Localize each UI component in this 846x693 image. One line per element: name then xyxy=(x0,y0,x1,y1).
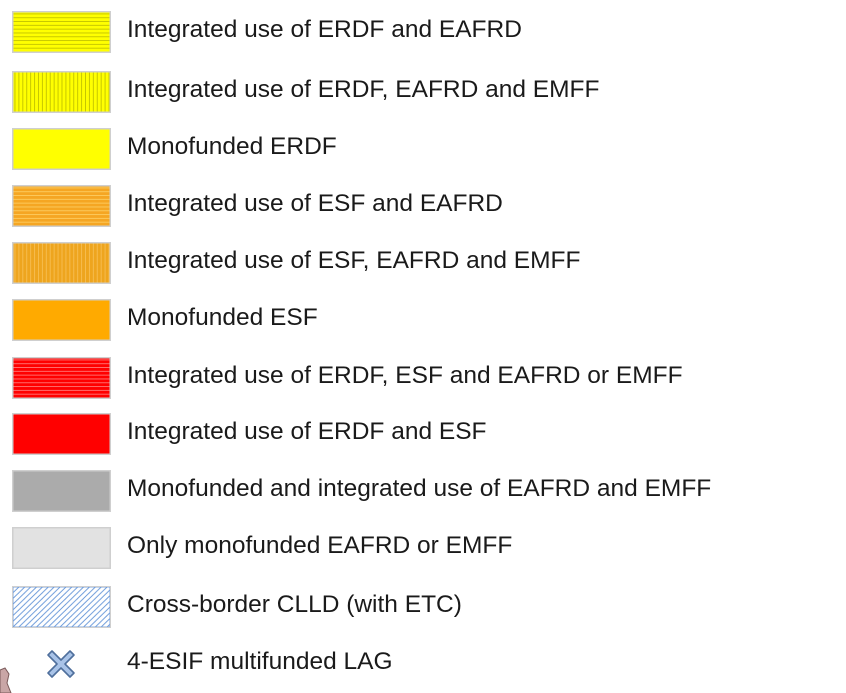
yellow-horizontal-hatch-swatch xyxy=(12,11,111,53)
legend-item-label: Only monofunded EAFRD or EMFF xyxy=(127,532,513,559)
legend-item-label: Integrated use of ERDF and ESF xyxy=(127,418,487,445)
x-mark-icon xyxy=(12,643,111,685)
yellow-vertical-hatch-swatch xyxy=(12,71,111,113)
blue-diagonal-hatch-swatch xyxy=(12,586,111,628)
orange-solid-swatch xyxy=(12,299,111,341)
legend-item: Only monofunded EAFRD or EMFF xyxy=(0,527,846,571)
yellow-solid-swatch xyxy=(12,128,111,170)
legend-item: Integrated use of ESF, EAFRD and EMFF xyxy=(0,242,846,286)
legend-item: Integrated use of ERDF, EAFRD and EMFF xyxy=(0,71,846,115)
legend-item-label: Integrated use of ERDF and EAFRD xyxy=(127,16,522,43)
legend-item: Integrated use of ERDF and EAFRD xyxy=(0,11,846,55)
legend-item: Monofunded ESF xyxy=(0,299,846,343)
legend-item-label: Integrated use of ESF, EAFRD and EMFF xyxy=(127,247,581,274)
legend-item-label: Cross-border CLLD (with ETC) xyxy=(127,591,462,618)
map-edge-fragment xyxy=(0,667,12,693)
lightgray-solid-swatch xyxy=(12,527,111,569)
orange-vertical-hatch-swatch xyxy=(12,242,111,284)
red-horizontal-hatch-swatch xyxy=(12,357,111,399)
legend-item: Integrated use of ERDF, ESF and EAFRD or… xyxy=(0,357,846,401)
legend-item-label: Monofunded and integrated use of EAFRD a… xyxy=(127,475,712,502)
red-solid-swatch xyxy=(12,413,111,455)
legend-item-label: Monofunded ESF xyxy=(127,304,318,331)
legend-item-label: Integrated use of ERDF, EAFRD and EMFF xyxy=(127,76,600,103)
gray-solid-swatch xyxy=(12,470,111,512)
legend-item-label: Integrated use of ESF and EAFRD xyxy=(127,190,503,217)
legend-item: Integrated use of ERDF and ESF xyxy=(0,413,846,457)
orange-horizontal-hatch-swatch xyxy=(12,185,111,227)
legend-item: 4-ESIF multifunded LAG xyxy=(0,643,846,687)
legend-item-label: Monofunded ERDF xyxy=(127,133,337,160)
legend-item: Cross-border CLLD (with ETC) xyxy=(0,586,846,630)
legend-item: Monofunded ERDF xyxy=(0,128,846,172)
legend-item: Monofunded and integrated use of EAFRD a… xyxy=(0,470,846,514)
legend-item-label: 4-ESIF multifunded LAG xyxy=(127,648,393,675)
legend-item-label: Integrated use of ERDF, ESF and EAFRD or… xyxy=(127,362,683,389)
legend-item: Integrated use of ESF and EAFRD xyxy=(0,185,846,229)
